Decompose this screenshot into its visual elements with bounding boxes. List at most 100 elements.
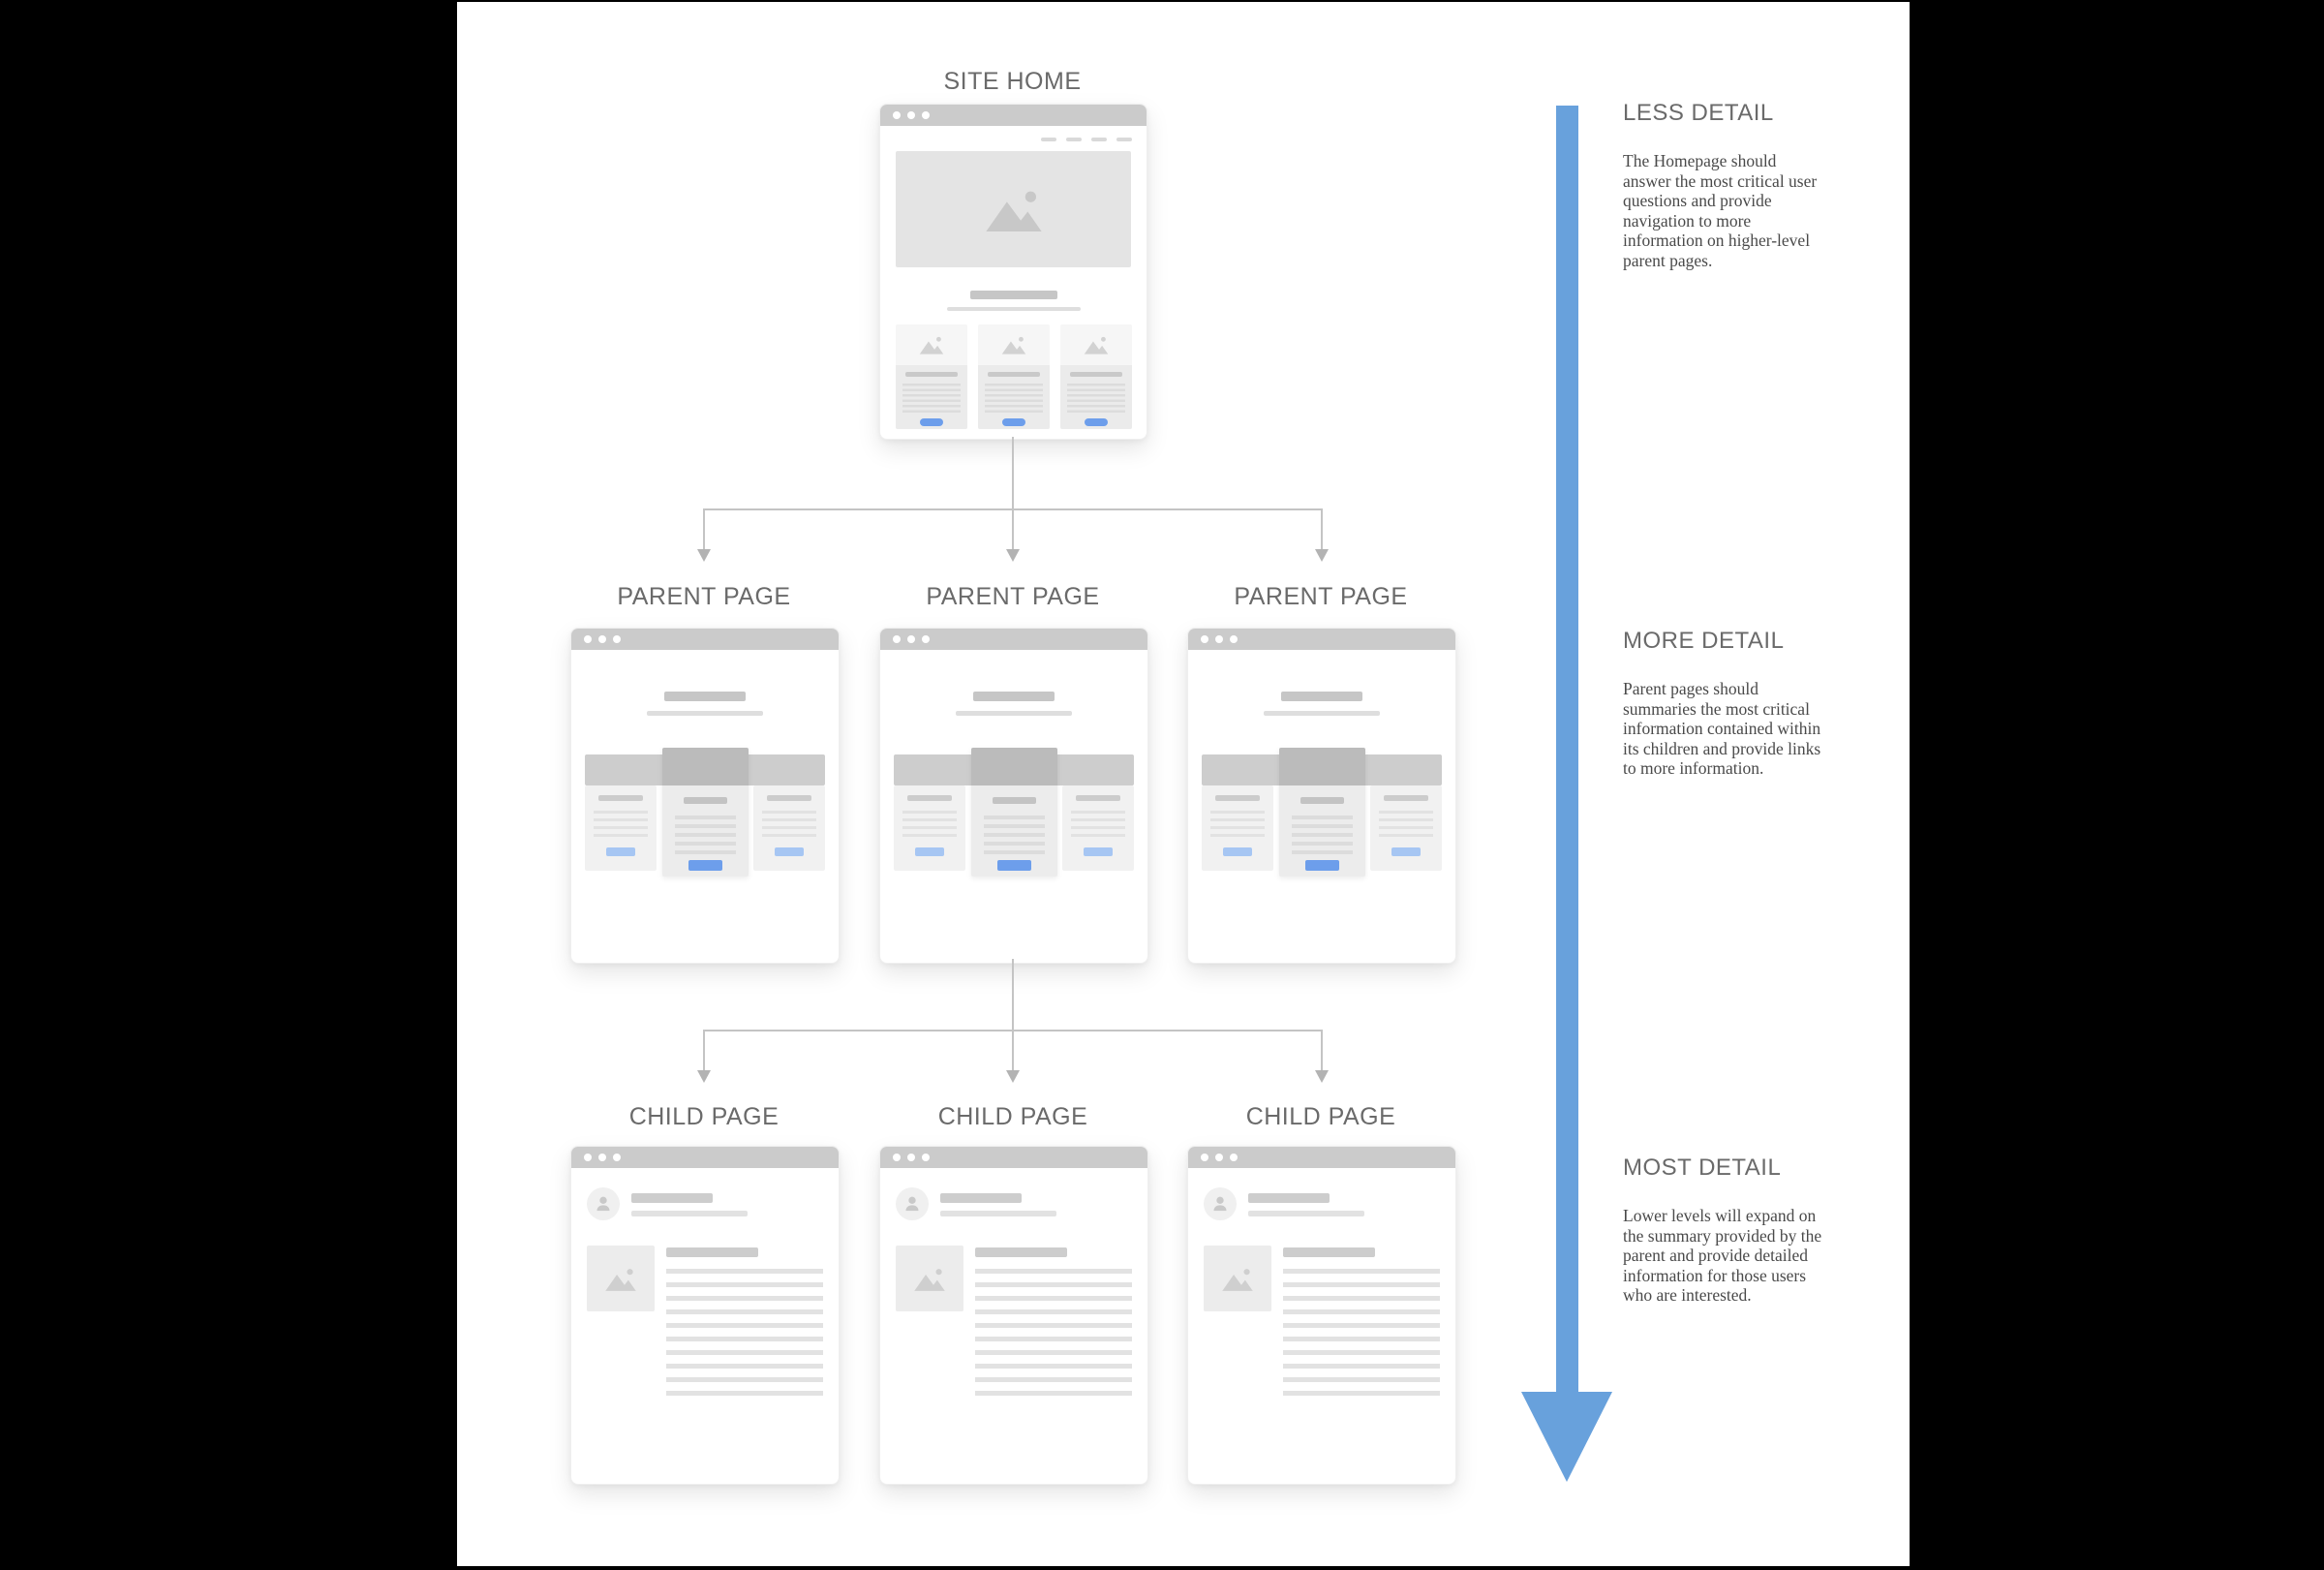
annotation-body: Lower levels will expand on the summary … <box>1623 1206 1822 1305</box>
card-button-placeholder <box>920 418 943 426</box>
card-button-placeholder <box>606 847 635 856</box>
window-dot-icon <box>922 111 930 119</box>
heading-placeholder <box>664 692 746 701</box>
article-text-lines <box>666 1269 823 1401</box>
summary-card <box>1370 785 1442 871</box>
card-image-placeholder <box>1060 324 1132 365</box>
featured-card <box>1279 748 1365 877</box>
card-text-lines <box>594 811 648 837</box>
mountain-icon <box>1220 1267 1255 1291</box>
card-button-placeholder <box>1084 847 1113 856</box>
connector-drop <box>1321 508 1323 550</box>
card-title-placeholder <box>767 795 811 801</box>
card-header-placeholder <box>971 748 1057 785</box>
heading-placeholder <box>973 692 1055 701</box>
hero-image-placeholder <box>896 151 1131 267</box>
card-body <box>978 365 1050 429</box>
card-text-lines <box>1210 811 1265 837</box>
card-title-placeholder <box>1070 372 1122 377</box>
author-title-placeholder <box>940 1193 1022 1203</box>
card-title-placeholder <box>905 372 958 377</box>
card-header-placeholder <box>662 748 749 785</box>
card-button-placeholder <box>1085 418 1108 426</box>
parent-page-window <box>1187 628 1456 964</box>
card-title-placeholder <box>1300 797 1344 804</box>
annotation-less-detail: LESS DETAIL The Homepage should answer t… <box>1623 99 1841 270</box>
heading-placeholder <box>970 291 1057 299</box>
window-titlebar <box>571 629 839 650</box>
person-icon <box>1210 1194 1230 1214</box>
avatar <box>896 1187 929 1220</box>
card-button-placeholder <box>1305 860 1339 871</box>
author-title-placeholder <box>631 1193 713 1203</box>
child-page-window <box>570 1146 840 1485</box>
child-page-label: CHILD PAGE <box>628 1103 780 1130</box>
author-subtitle-placeholder <box>940 1211 1056 1216</box>
card-text-lines <box>1379 811 1433 837</box>
window-dot-icon <box>584 1154 592 1161</box>
card-text-lines <box>902 811 957 837</box>
summary-card <box>1062 785 1134 871</box>
article-text-lines <box>1283 1269 1440 1401</box>
mountain-icon <box>603 1267 638 1291</box>
child-page-label: CHILD PAGE <box>937 1103 1088 1130</box>
article-title-placeholder <box>1283 1247 1375 1257</box>
window-dot-icon <box>1201 635 1208 643</box>
article-image-placeholder <box>587 1246 655 1311</box>
card-text-lines <box>1071 811 1125 837</box>
site-home-window <box>879 104 1147 440</box>
child-page-label: CHILD PAGE <box>1245 1103 1396 1130</box>
window-dot-icon <box>922 635 930 643</box>
person-icon <box>902 1194 922 1214</box>
card-text-lines <box>902 384 961 416</box>
card-title-placeholder <box>907 795 952 801</box>
article-image-placeholder <box>896 1246 963 1311</box>
window-dot-icon <box>598 635 606 643</box>
arrowhead-icon <box>1315 549 1329 562</box>
window-dot-icon <box>598 1154 606 1161</box>
card-text-lines <box>984 816 1045 855</box>
card-body <box>896 365 967 429</box>
connector-stem <box>1012 959 1014 1031</box>
card-button-placeholder <box>1002 418 1025 426</box>
parent-page-window <box>879 628 1148 964</box>
nav-link-placeholder <box>1091 138 1107 141</box>
article-title-placeholder <box>666 1247 758 1257</box>
annotation-body: Parent pages should summaries the most c… <box>1623 679 1821 778</box>
connector-drop <box>1012 508 1014 550</box>
subheading-placeholder <box>947 307 1081 311</box>
connector-drop <box>1321 1030 1323 1071</box>
card-header-placeholder <box>1279 748 1365 785</box>
article-image-placeholder <box>1204 1246 1271 1311</box>
window-dot-icon <box>1230 1154 1238 1161</box>
summary-card <box>753 785 825 871</box>
down-arrow-shaft <box>1556 106 1578 1392</box>
connector-drop <box>1012 1030 1014 1071</box>
subheading-placeholder <box>956 711 1072 716</box>
card-image-placeholder <box>978 324 1050 365</box>
teaser-card <box>896 324 967 429</box>
connector-drop <box>703 1030 705 1071</box>
window-titlebar <box>571 1147 839 1168</box>
annotation-heading: LESS DETAIL <box>1623 100 1774 126</box>
featured-card <box>662 748 749 877</box>
article-title-placeholder <box>975 1247 1067 1257</box>
card-body <box>1060 365 1132 429</box>
author-subtitle-placeholder <box>1248 1211 1364 1216</box>
window-titlebar <box>880 105 1147 126</box>
avatar <box>587 1187 620 1220</box>
card-button-placeholder <box>1223 847 1252 856</box>
annotation-more-detail: MORE DETAIL Parent pages should summarie… <box>1623 627 1841 779</box>
down-arrow-head-icon <box>1521 1392 1612 1482</box>
summary-card <box>1202 785 1273 871</box>
window-dot-icon <box>907 1154 915 1161</box>
heading-placeholder <box>1281 692 1362 701</box>
window-titlebar <box>880 1147 1147 1168</box>
card-text-lines <box>675 816 736 855</box>
author-subtitle-placeholder <box>631 1211 748 1216</box>
mountain-icon <box>912 1267 947 1291</box>
window-dot-icon <box>1215 1154 1223 1161</box>
parent-page-label: PARENT PAGE <box>1234 583 1408 610</box>
window-titlebar <box>1188 1147 1455 1168</box>
card-title-placeholder <box>598 795 643 801</box>
